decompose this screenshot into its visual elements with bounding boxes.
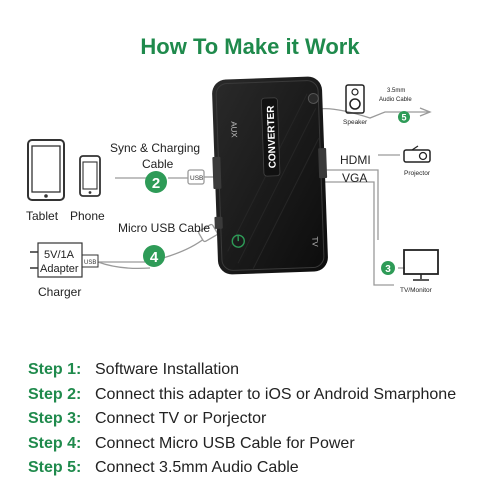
step-item: Step 4: Connect Micro USB Cable for Power (28, 432, 498, 457)
step-label: Step 5: (28, 459, 82, 476)
svg-text:3: 3 (385, 264, 391, 275)
step-list: Step 1: Software Installation Step 2: Conn… (28, 358, 498, 481)
step-item: Step 2: Connect this adapter to iOS or An… (28, 383, 498, 408)
page-title: How To Make it Work (140, 34, 360, 59)
svg-text:5: 5 (401, 113, 406, 123)
tablet-label: Tablet (26, 209, 59, 223)
side-port-left (212, 156, 222, 189)
step-item: Step 3: Connect TV or Porjector (28, 407, 498, 432)
badge-3: 3 (381, 261, 395, 275)
audio-cable-line1: 3.5mm (387, 88, 405, 94)
adapter-line2: Adapter (40, 263, 79, 275)
converter-device: CONVERTER AUX TV (212, 76, 328, 275)
svg-text:4: 4 (150, 249, 159, 266)
step-item: Step 5: Connect 3.5mm Audio Cable (28, 456, 498, 481)
phone-icon (79, 155, 101, 197)
speaker-label: Speaker (343, 119, 368, 126)
vga-cable (320, 181, 394, 286)
sync-label-line2: Cable (142, 157, 174, 171)
adapter-line1: 5V/1A (44, 249, 75, 261)
side-port-left-2 (214, 216, 223, 229)
hdmi-label: HDMI (340, 153, 371, 167)
phone-label: Phone (70, 209, 105, 223)
micro-usb-label: Micro USB Cable (118, 221, 210, 235)
tv-monitor-label: TV/Monitor (400, 287, 433, 294)
vga-label: VGA (342, 171, 367, 185)
audio-cable (313, 107, 430, 119)
charger-label: Charger (38, 285, 81, 299)
sync-label-line1: Sync & Charging (110, 141, 200, 155)
usb-tag: USB (190, 175, 203, 182)
tablet-icon (27, 139, 65, 201)
step-label: Step 2: (28, 385, 82, 403)
step-text: Connect Micro USB Cable for Power (95, 434, 355, 452)
step-item: Step 1: Software Installation (28, 358, 498, 383)
badge-5: 5 (398, 111, 410, 123)
side-port-right (318, 148, 328, 179)
adapter-icon (30, 242, 99, 278)
step-label: Step 1: (28, 361, 82, 378)
step-label: Step 4: (28, 434, 82, 452)
tv-port-label: TV (310, 236, 319, 247)
badge-2: 2 (145, 171, 167, 193)
step-text: Connect TV or Porjector (95, 410, 267, 427)
connection-diagram: CONVERTER AUX TV Tablet Phone Sync & Cha… (26, 76, 439, 299)
audio-cable-line2: Audio Cable (379, 97, 412, 103)
audio-jack (307, 92, 319, 104)
svg-text:2: 2 (152, 175, 160, 192)
step-text: Connect this adapter to iOS or Android S… (95, 385, 457, 403)
hdmi-cable (320, 169, 379, 240)
device-label: CONVERTER (266, 105, 279, 169)
tv-monitor-icon (403, 249, 439, 281)
speaker-icon (345, 84, 365, 114)
projector-label: Projector (404, 170, 431, 177)
step-label: Step 3: (28, 410, 82, 427)
adapter-usb-tag: USB (84, 260, 96, 266)
projector-icon (403, 145, 431, 163)
aux-port-label: AUX (229, 121, 239, 138)
step-text: Connect 3.5mm Audio Cable (95, 459, 299, 476)
badge-4: 4 (143, 245, 165, 267)
step-text: Software Installation (95, 361, 240, 378)
